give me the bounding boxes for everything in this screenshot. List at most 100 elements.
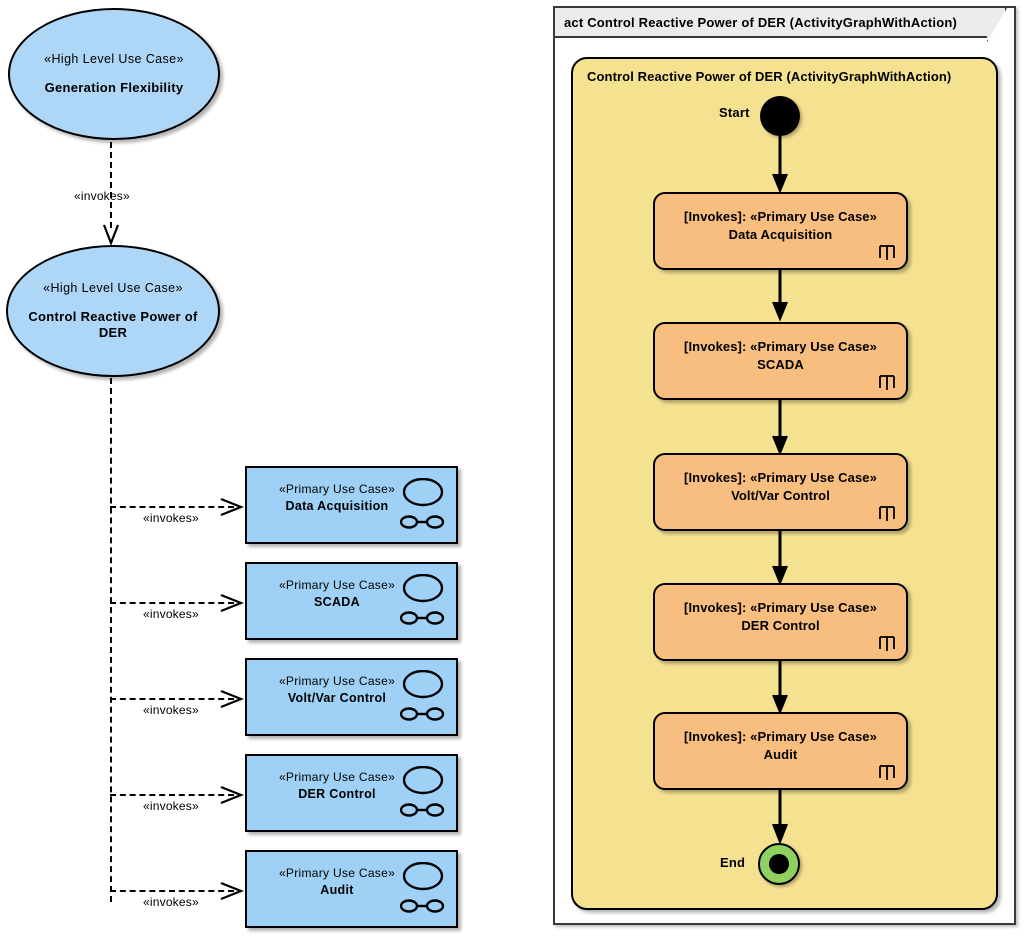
rake-icon bbox=[879, 636, 895, 651]
invokes-arrowhead-3 bbox=[220, 689, 244, 709]
primary-use-case-data-acquisition[interactable]: «Primary Use Case» Data Acquisition bbox=[245, 466, 458, 544]
use-case-box-text: «Primary Use Case» Audit bbox=[253, 866, 421, 897]
ellipse-icon bbox=[402, 670, 444, 699]
use-case-box-text: «Primary Use Case» Volt/Var Control bbox=[253, 674, 421, 705]
invokes-label-2: «invokes» bbox=[143, 607, 199, 621]
control-flow-action-5-to-end bbox=[772, 790, 788, 845]
invokes-label-4: «invokes» bbox=[143, 799, 199, 813]
invokes-branch-line-2 bbox=[110, 602, 234, 604]
collaboration-icon bbox=[400, 899, 445, 913]
stereotype-label: «Primary Use Case» bbox=[278, 770, 396, 784]
use-case-name: Control Reactive Power of DER bbox=[28, 308, 198, 340]
action-text: [Invokes]: «Primary Use Case» Data Acqui… bbox=[655, 208, 906, 243]
collaboration-icon bbox=[400, 707, 445, 721]
control-flow-action-1-to-action-2 bbox=[772, 270, 788, 322]
collaboration-icon bbox=[400, 803, 445, 817]
invokes-branch-line-1 bbox=[110, 506, 234, 508]
action-text: [Invokes]: «Primary Use Case» SCADA bbox=[655, 338, 906, 373]
action-text: [Invokes]: «Primary Use Case» Volt/Var C… bbox=[655, 469, 906, 504]
invokes-dependency-trunk bbox=[110, 378, 112, 902]
stereotype-label: «Primary Use Case» bbox=[278, 674, 396, 688]
rake-icon bbox=[879, 375, 895, 390]
use-case-icons bbox=[400, 766, 445, 817]
action-name: DER Control bbox=[741, 617, 820, 633]
stereotype-label: «Primary Use Case» bbox=[278, 578, 396, 592]
frame-header-tab: act Control Reactive Power of DER (Activ… bbox=[555, 8, 989, 38]
action-name: Audit bbox=[763, 746, 798, 762]
start-node-label: Start bbox=[719, 105, 750, 120]
action-prefix: [Invokes]: «Primary Use Case» bbox=[684, 209, 877, 224]
invokes-branch-line-3 bbox=[110, 698, 234, 700]
rake-icon bbox=[879, 245, 895, 260]
use-case-name: Generation Flexibility bbox=[44, 79, 184, 95]
activity-title: Control Reactive Power of DER (ActivityG… bbox=[587, 69, 952, 84]
control-flow-action-2-to-action-3 bbox=[772, 400, 788, 456]
action-prefix: [Invokes]: «Primary Use Case» bbox=[684, 339, 877, 354]
control-flow-action-4-to-action-5 bbox=[772, 661, 788, 715]
ellipse-icon bbox=[402, 766, 444, 795]
use-case-box-text: «Primary Use Case» DER Control bbox=[253, 770, 421, 801]
action-prefix: [Invokes]: «Primary Use Case» bbox=[684, 470, 877, 485]
ellipse-icon bbox=[402, 574, 444, 603]
invokes-arrowhead-2 bbox=[220, 593, 244, 613]
end-node[interactable] bbox=[758, 843, 800, 885]
use-case-name: Volt/Var Control bbox=[287, 691, 387, 705]
primary-use-case-der-control[interactable]: «Primary Use Case» DER Control bbox=[245, 754, 458, 832]
action-text: [Invokes]: «Primary Use Case» Audit bbox=[655, 728, 906, 763]
primary-use-case-audit[interactable]: «Primary Use Case» Audit bbox=[245, 850, 458, 928]
end-node-inner bbox=[769, 854, 789, 874]
stereotype-label: «Primary Use Case» bbox=[278, 866, 396, 880]
use-case-icons bbox=[400, 862, 445, 913]
primary-use-case-scada[interactable]: «Primary Use Case» SCADA bbox=[245, 562, 458, 640]
action-name: Data Acquisition bbox=[728, 226, 833, 242]
frame-header-cut-corner bbox=[987, 8, 1007, 42]
collaboration-icon bbox=[400, 515, 445, 529]
use-case-name: DER Control bbox=[298, 787, 376, 801]
invokes-label-5: «invokes» bbox=[143, 895, 199, 909]
action-name: SCADA bbox=[757, 356, 804, 372]
ellipse-icon bbox=[402, 478, 444, 507]
stereotype-label: «Primary Use Case» bbox=[278, 482, 396, 496]
invokes-label-1: «invokes» bbox=[143, 511, 199, 525]
invokes-arrowhead-5 bbox=[220, 881, 244, 901]
action-prefix: [Invokes]: «Primary Use Case» bbox=[684, 729, 877, 744]
action-data-acquisition[interactable]: [Invokes]: «Primary Use Case» Data Acqui… bbox=[653, 192, 908, 270]
invokes-branch-line-5 bbox=[110, 890, 234, 892]
control-flow-start-to-action-1 bbox=[772, 136, 788, 194]
rake-icon bbox=[879, 765, 895, 780]
action-prefix: [Invokes]: «Primary Use Case» bbox=[684, 600, 877, 615]
action-scada[interactable]: [Invokes]: «Primary Use Case» SCADA bbox=[653, 322, 908, 400]
invokes-branch-line-4 bbox=[110, 794, 234, 796]
invokes-label-3: «invokes» bbox=[143, 703, 199, 717]
invokes-dependency-line-top bbox=[110, 142, 112, 228]
control-flow-action-3-to-action-4 bbox=[772, 531, 788, 586]
high-level-use-case-control-reactive-power-of-der[interactable]: «High Level Use Case» Control Reactive P… bbox=[6, 245, 220, 377]
start-node[interactable] bbox=[760, 96, 800, 136]
invokes-label-top: «invokes» bbox=[74, 189, 130, 203]
use-case-name: Data Acquisition bbox=[285, 499, 389, 513]
use-case-icons bbox=[400, 478, 445, 529]
use-case-name: SCADA bbox=[314, 595, 360, 609]
frame-header-label: act Control Reactive Power of DER (Activ… bbox=[564, 14, 958, 30]
rake-icon bbox=[879, 506, 895, 521]
action-name: Volt/Var Control bbox=[731, 487, 830, 503]
primary-use-case-volt-var-control[interactable]: «Primary Use Case» Volt/Var Control bbox=[245, 658, 458, 736]
ellipse-icon bbox=[402, 862, 444, 891]
use-case-icons bbox=[400, 670, 445, 721]
use-case-box-text: «Primary Use Case» Data Acquisition bbox=[253, 482, 421, 513]
end-node-label: End bbox=[720, 855, 746, 870]
stereotype-label: «High Level Use Case» bbox=[44, 51, 184, 66]
action-der-control[interactable]: [Invokes]: «Primary Use Case» DER Contro… bbox=[653, 583, 908, 661]
stereotype-label: «High Level Use Case» bbox=[43, 280, 183, 295]
use-case-box-text: «Primary Use Case» SCADA bbox=[253, 578, 421, 609]
action-audit[interactable]: [Invokes]: «Primary Use Case» Audit bbox=[653, 712, 908, 790]
collaboration-icon bbox=[400, 611, 445, 625]
action-text: [Invokes]: «Primary Use Case» DER Contro… bbox=[655, 599, 906, 634]
action-volt-var-control[interactable]: [Invokes]: «Primary Use Case» Volt/Var C… bbox=[653, 453, 908, 531]
invokes-arrowhead-top bbox=[102, 224, 120, 246]
high-level-use-case-generation-flexibility[interactable]: «High Level Use Case» Generation Flexibi… bbox=[8, 8, 220, 140]
invokes-arrowhead-1 bbox=[220, 497, 244, 517]
invokes-arrowhead-4 bbox=[220, 785, 244, 805]
use-case-name: Audit bbox=[320, 883, 354, 897]
